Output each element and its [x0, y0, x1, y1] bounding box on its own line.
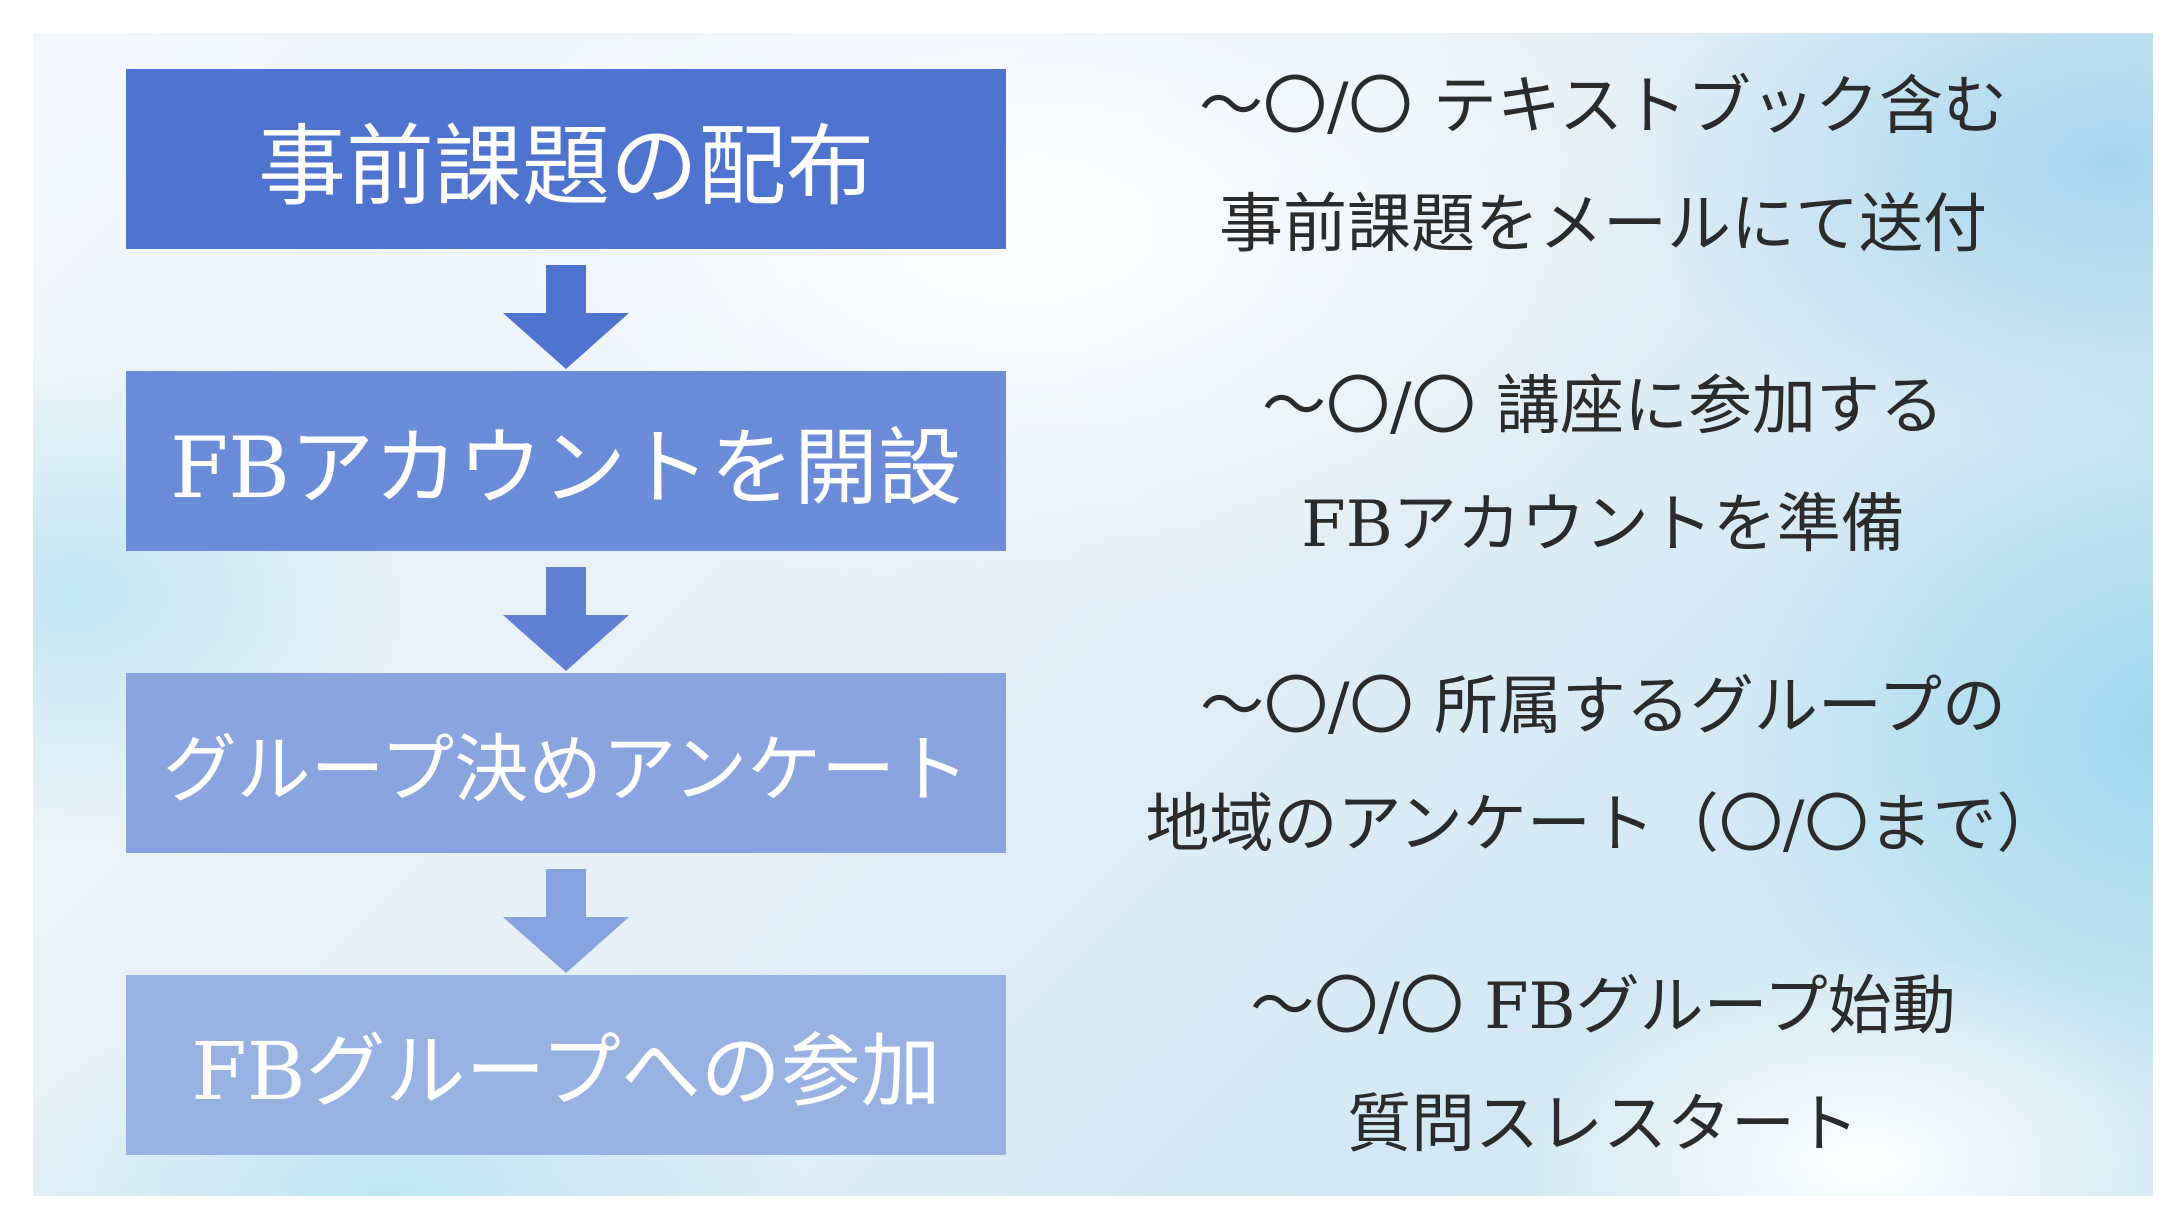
step-1-note-line-1: ～〇/〇 テキストブック含む — [1199, 70, 2007, 144]
arrow-down-icon — [503, 869, 629, 973]
step-3-box: グループ決めアンケート — [126, 673, 1006, 853]
step-3-note-line-1: ～〇/〇 所属するグループの — [1199, 670, 2007, 744]
step-4-label: FBグループへの参加 — [191, 1025, 941, 1118]
step-1-box: 事前課題の配布 — [126, 69, 1006, 249]
step-2-note-line-1: ～〇/〇 講座に参加する — [1262, 370, 1944, 444]
step-2-box: FBアカウントを開設 — [126, 371, 1006, 551]
step-1-label: 事前課題の配布 — [257, 114, 874, 218]
step-4-box: FBグループへの参加 — [126, 975, 1006, 1155]
step-3-label: グループ決めアンケート — [162, 726, 970, 813]
arrow-down-icon — [503, 567, 629, 671]
step-3-note: ～〇/〇 所属するグループの 地域のアンケート（〇/〇まで） — [1063, 648, 2143, 884]
step-1-note: ～〇/〇 テキストブック含む 事前課題をメールにて送付 — [1063, 48, 2143, 284]
step-4-note-line-2: 質問スレスタート — [1347, 1088, 1859, 1162]
arrow-down-icon — [503, 265, 629, 369]
step-2-note-line-2: FBアカウントを準備 — [1301, 488, 1905, 562]
step-4-note-line-1: ～〇/〇 FBグループ始動 — [1250, 970, 1956, 1044]
step-4-note: ～〇/〇 FBグループ始動 質問スレスタート — [1063, 948, 2143, 1184]
step-3-note-line-2: 地域のアンケート（〇/〇まで） — [1145, 788, 2061, 862]
slide: 事前課題の配布 FBアカウントを開設 グループ決めアンケート FBグループへの参… — [33, 33, 2153, 1196]
step-2-label: FBアカウントを開設 — [169, 418, 962, 517]
step-2-note: ～〇/〇 講座に参加する FBアカウントを準備 — [1063, 348, 2143, 584]
step-1-note-line-2: 事前課題をメールにて送付 — [1219, 188, 1987, 262]
